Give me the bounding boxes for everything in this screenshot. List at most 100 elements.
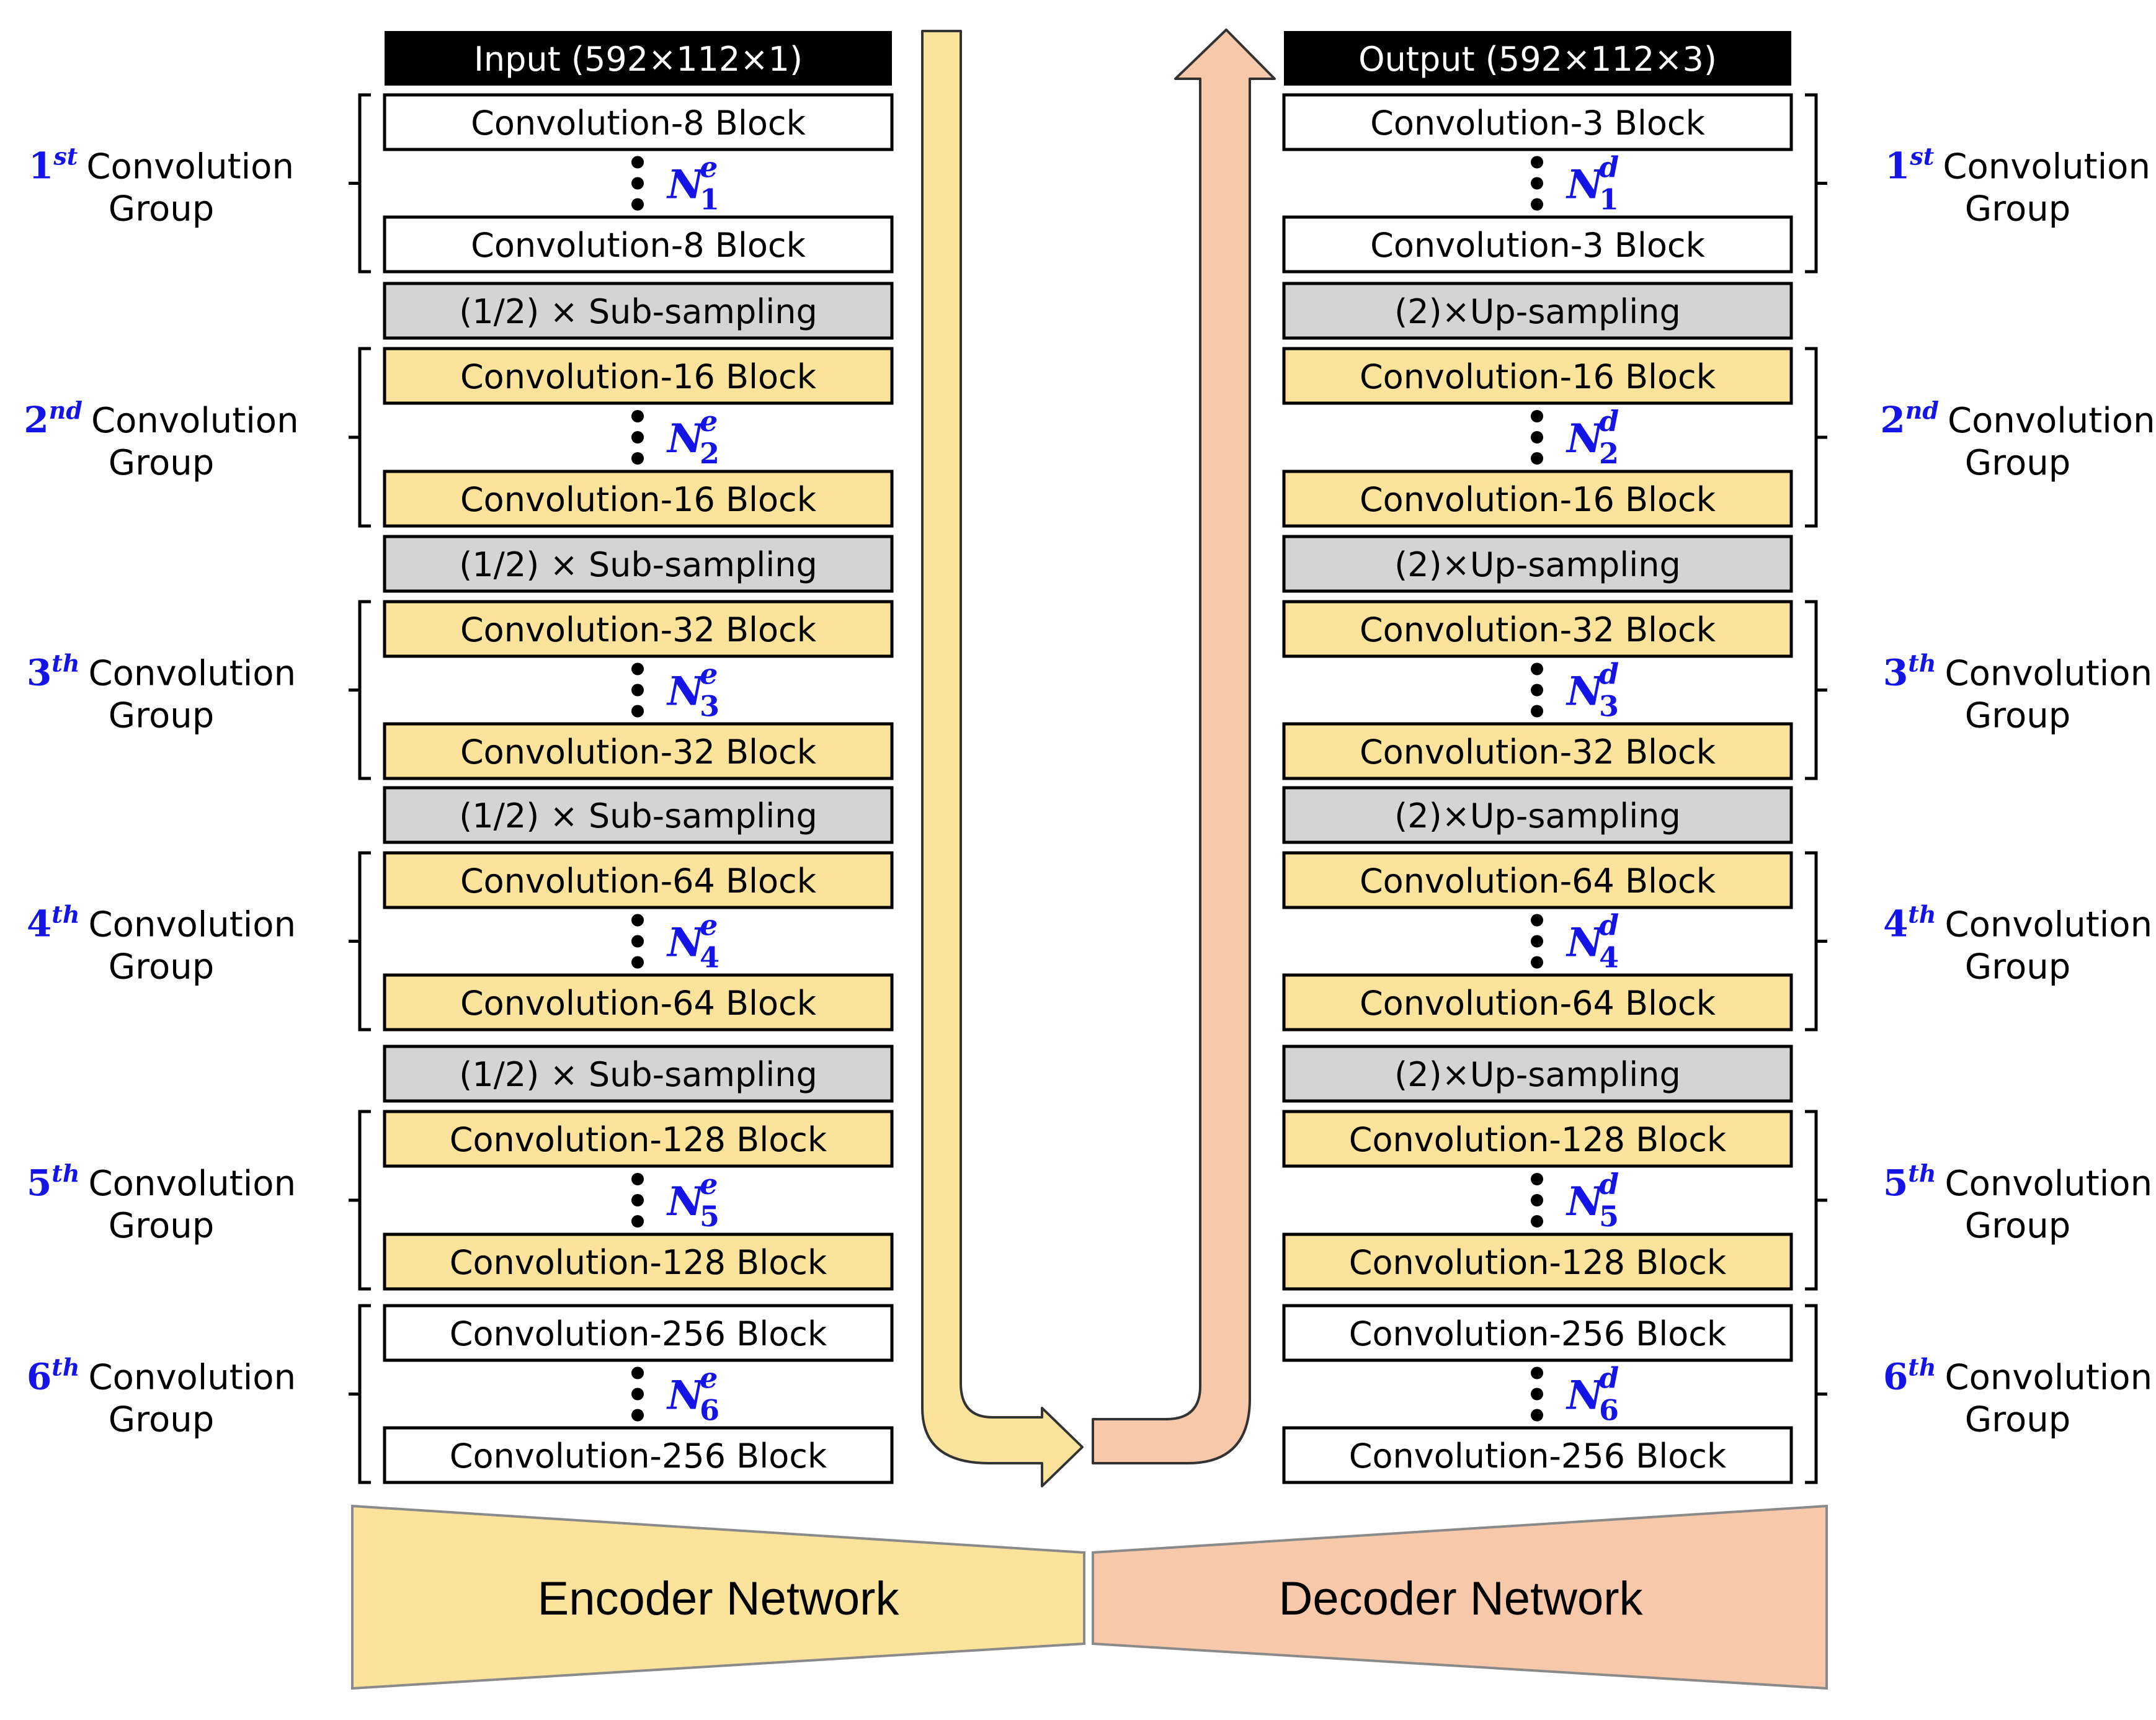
decoder-group-6-symbol-sub: 6 xyxy=(1599,1394,1619,1427)
decoder-group-4-ellipsis-dot xyxy=(1531,914,1543,927)
encoder-group-5-ordinal-suffix: th xyxy=(51,1159,79,1187)
encoder-group-2-first-block xyxy=(383,347,894,405)
decoder-group-6-label-group: Group xyxy=(1965,1400,2071,1440)
decoder-group-4-first-block xyxy=(1282,851,1793,909)
encoder-group-4-ordinal: 4 xyxy=(27,903,51,945)
decoder-group-1-ordinal-suffix: st xyxy=(1909,143,1934,171)
decoder-group-2-label-group: Group xyxy=(1965,443,2071,483)
encoder-group-2-symbol-sub: 2 xyxy=(700,437,719,470)
decoder-group-2-label-word: Convolution xyxy=(1948,401,2155,441)
encoder-group-5-label-word: Convolution xyxy=(88,1164,296,1204)
encoder-group-4-ellipsis-dot xyxy=(631,935,644,948)
encoder-sampling-bar xyxy=(383,535,894,593)
decoder-header-label: Output (592×112×3) xyxy=(1358,40,1717,79)
decoder-sampling-label: (2)×Up-sampling xyxy=(1394,796,1681,835)
decoder-group-1-symbol-sub: 1 xyxy=(1599,183,1619,216)
decoder-sampling-bar xyxy=(1282,1045,1793,1103)
decoder-header-bar xyxy=(1284,31,1791,86)
decoder-group-6-last-block xyxy=(1282,1426,1793,1484)
decoder-column: Output (592×112×3)Convolution-3 BlockCon… xyxy=(1282,31,2155,1484)
decoder-group-5-brace xyxy=(1805,1110,1827,1291)
decoder-group-3-last-block-label: Convolution-32 Block xyxy=(1360,733,1716,772)
encoder-group-1-symbol: N xyxy=(666,162,705,208)
decoder-group-4-symbol: N xyxy=(1566,920,1605,966)
decoder-group-4-ellipsis-dot xyxy=(1531,935,1543,948)
decoder-group-1-last-block xyxy=(1282,215,1793,274)
encoder-group-6-first-block xyxy=(383,1304,894,1362)
encoder-group-4-ordinal-suffix: th xyxy=(51,901,79,929)
encoder-header-bar xyxy=(385,31,892,86)
decoder-group-1-ellipsis-dot xyxy=(1531,156,1543,169)
decoder-group-3-last-block xyxy=(1282,722,1793,780)
encoder-group-4-label-group: Group xyxy=(109,947,215,987)
encoder-group-1-ordinal: 1 xyxy=(29,145,53,187)
decoder-group-4-last-block-label: Convolution-64 Block xyxy=(1360,984,1716,1023)
decoder-group-2-ellipsis-dot xyxy=(1531,410,1543,422)
decoder-network-label: Decoder Network xyxy=(1278,1572,1643,1625)
encoder-group-1-first-block-label: Convolution-8 Block xyxy=(471,104,806,143)
encoder-group-6-first-block-label: Convolution-256 Block xyxy=(450,1314,827,1353)
decoder-group-1-label-group: Group xyxy=(1965,189,2071,229)
encoder-group-2-ellipsis-dot xyxy=(631,431,644,443)
encoder-group-5-ellipsis-dot xyxy=(631,1194,644,1206)
encoder-group-4-last-block-label: Convolution-64 Block xyxy=(460,984,817,1023)
encoder-group-5-ellipsis-dot xyxy=(631,1215,644,1228)
encoder-group-3-label-word: Convolution xyxy=(88,654,296,694)
decoder-flow-arrow xyxy=(1092,29,1276,1464)
encoder-group-1-ellipsis-dot xyxy=(631,198,644,211)
encoder-group-2-ordinal-suffix: nd xyxy=(49,396,82,424)
encoder-group-3-ellipsis-dot xyxy=(631,662,644,675)
decoder-group-3-symbol-sup: d xyxy=(1599,657,1619,691)
decoder-group-2-last-block xyxy=(1282,470,1793,528)
encoder-group-2-symbol-sup: e xyxy=(700,404,718,438)
encoder-group-5-last-block xyxy=(383,1232,894,1291)
decoder-group-5-ordinal: 5 xyxy=(1883,1162,1908,1204)
decoder-group-1-symbol: N xyxy=(1566,162,1605,208)
encoder-group-2-ellipsis-dot xyxy=(631,410,644,422)
encoder-group-6-last-block-label: Convolution-256 Block xyxy=(450,1437,827,1476)
encoder-group-5-brace xyxy=(349,1110,371,1291)
decoder-group-6-symbol-sup: d xyxy=(1599,1361,1619,1395)
encoder-group-1-last-block-label: Convolution-8 Block xyxy=(471,226,806,265)
decoder-group-3-ordinal: 3 xyxy=(1883,652,1908,694)
decoder-sampling-bar xyxy=(1282,535,1793,593)
encoder-group-6-brace xyxy=(349,1304,371,1484)
encoder-group-2-last-block-label: Convolution-16 Block xyxy=(460,480,817,519)
encoder-group-4-symbol-sup: e xyxy=(700,909,718,942)
encoder-group-5-label-group: Group xyxy=(109,1206,215,1246)
encoder-group-5-first-block-label: Convolution-128 Block xyxy=(450,1120,827,1159)
encoder-group-5-symbol-sup: e xyxy=(700,1167,718,1201)
encoder-group-3-brace xyxy=(349,600,371,780)
encoder-group-6-ordinal: 6 xyxy=(27,1356,51,1398)
decoder-group-5-ordinal-suffix: th xyxy=(1908,1159,1936,1187)
encoder-group-4-symbol-sub: 4 xyxy=(700,941,719,974)
decoder-group-6-ordinal: 6 xyxy=(1883,1356,1908,1398)
decoder-group-3-ordinal-suffix: th xyxy=(1908,649,1936,677)
encoder-group-1-symbol-sub: 1 xyxy=(700,183,719,216)
decoder-group-6-last-block-label: Convolution-256 Block xyxy=(1349,1437,1727,1476)
decoder-group-3-ellipsis-dot xyxy=(1531,705,1543,718)
decoder-group-5-ellipsis-dot xyxy=(1531,1215,1543,1228)
decoder-group-2-ellipsis-dot xyxy=(1531,431,1543,443)
encoder-network-label: Encoder Network xyxy=(538,1572,900,1625)
decoder-group-4-ordinal-suffix: th xyxy=(1908,901,1936,929)
encoder-group-6-label-word: Convolution xyxy=(88,1358,296,1398)
decoder-group-1-brace xyxy=(1805,93,1827,274)
encoder-group-4-symbol: N xyxy=(666,920,705,966)
encoder-sampling-bar xyxy=(383,282,894,340)
decoder-group-6-ellipsis-dot xyxy=(1531,1366,1543,1379)
encoder-header-label: Input (592×112×1) xyxy=(474,40,803,79)
decoder-group-1-ellipsis-dot xyxy=(1531,198,1543,211)
decoder-group-2-symbol: N xyxy=(1566,416,1605,462)
encoder-group-5-first-block xyxy=(383,1110,894,1168)
decoder-group-3-symbol: N xyxy=(1566,669,1605,715)
encoder-group-2-brace xyxy=(349,347,371,528)
